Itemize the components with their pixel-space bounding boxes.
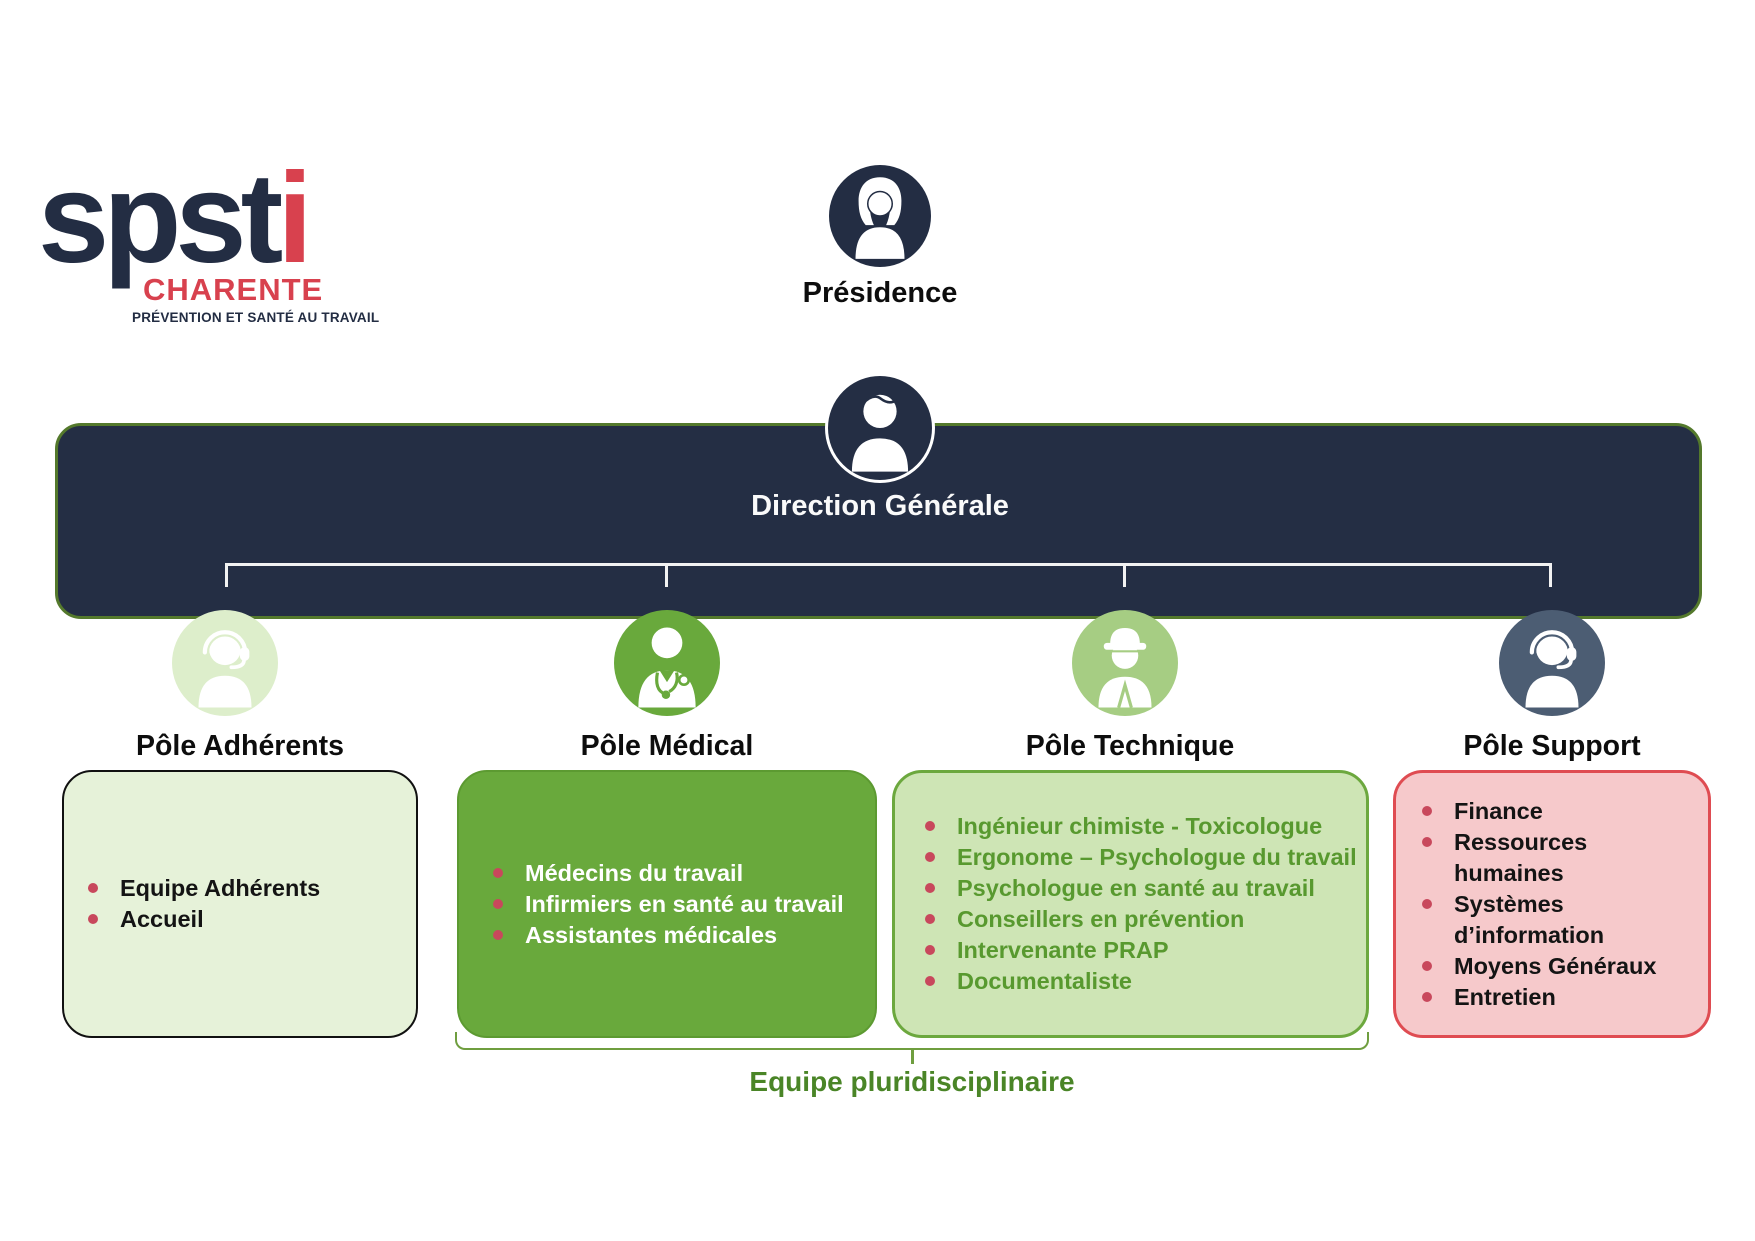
bullet-icon [493,867,503,878]
presidence-avatar [829,165,931,267]
pole-medical-avatar [614,610,720,716]
bullet-icon [493,929,503,940]
male-user-icon [851,394,909,472]
list-item: Finance [1422,796,1700,827]
logo-accent-letter: i [277,147,312,290]
team-underbrace-stem [911,1050,914,1064]
connector-bracket [225,563,1552,590]
pole-adherents-title: Pôle Adhérents [136,730,344,762]
pole-adherents-avatar [172,610,278,716]
pole-adherents-list: Equipe Adhérents Accueil [64,873,416,935]
list-item: Ergonome – Psychologue du travail [925,842,1358,873]
bullet-icon [925,852,935,862]
female-user-icon [855,177,905,259]
list-item: Ressources humaines [1422,827,1700,889]
bullet-icon [88,914,98,924]
pole-technique-avatar [1072,610,1178,716]
pole-support-avatar [1499,610,1605,716]
pole-technique-title: Pôle Technique [1025,730,1235,762]
logo-brand-text: spst [38,147,283,290]
list-item: Accueil [88,904,408,935]
team-underbrace [455,1032,1369,1050]
logo-region-text: CHARENTE [143,272,324,308]
list-item: Assistantes médicales [493,920,867,951]
pole-support-box: Finance Ressources humaines Systèmes d’i… [1393,770,1711,1038]
pole-medical-list: Médecins du travail Infirmiers en santé … [459,858,875,951]
connector-tick [665,566,668,587]
construction-worker-icon [1098,628,1152,708]
headset-agent-icon [198,628,252,708]
bullet-icon [925,821,935,831]
doctor-icon [638,627,696,708]
connector-tick [1123,566,1126,587]
list-item: Médecins du travail [493,858,867,889]
pole-medical-box: Médecins du travail Infirmiers en santé … [457,770,877,1038]
logo-tagline: PRÉVENTION ET SANTÉ AU TRAVAIL [132,309,380,325]
pole-technique-box: Ingénieur chimiste - Toxicologue Ergonom… [892,770,1369,1038]
list-item: Entretien [1422,982,1700,1013]
connector-tick [1549,566,1552,587]
pole-support-title: Pôle Support [1463,730,1641,762]
list-item: Systèmes d’information [1422,889,1700,951]
presidence-title: Présidence [802,277,958,309]
bullet-icon [925,976,935,986]
list-item: Conseillers en prévention [925,904,1358,935]
team-label: Equipe pluridisciplinaire [749,1066,1075,1097]
pole-adherents-box: Equipe Adhérents Accueil [62,770,418,1038]
list-item: Infirmiers en santé au travail [493,889,867,920]
logo-wordmark: spsti [38,155,379,283]
direction-generale-avatar [825,373,935,483]
bullet-icon [88,883,98,893]
pole-medical-title: Pôle Médical [580,730,754,762]
list-item: Intervenante PRAP [925,935,1358,966]
list-item: Psychologue en santé au travail [925,873,1358,904]
bullet-icon [1422,991,1432,1002]
list-item: Documentaliste [925,966,1358,997]
bullet-icon [1422,805,1432,816]
list-item: Equipe Adhérents [88,873,408,904]
bullet-icon [925,945,935,955]
pole-support-list: Finance Ressources humaines Systèmes d’i… [1396,796,1708,1013]
pole-technique-list: Ingénieur chimiste - Toxicologue Ergonom… [895,811,1366,997]
headset-agent-icon [1525,628,1579,708]
list-item: Moyens Généraux [1422,951,1700,982]
spsti-logo: spsti CHARENTE PRÉVENTION ET SANTÉ AU TR… [38,155,380,325]
list-item: Ingénieur chimiste - Toxicologue [925,811,1358,842]
bullet-icon [1422,836,1432,847]
bullet-icon [925,883,935,893]
bullet-icon [1422,960,1432,971]
connector-tick [225,566,228,587]
bullet-icon [925,914,935,924]
direction-generale-title: Direction Générale [751,490,1009,522]
bullet-icon [1422,898,1432,909]
bullet-icon [493,898,503,909]
